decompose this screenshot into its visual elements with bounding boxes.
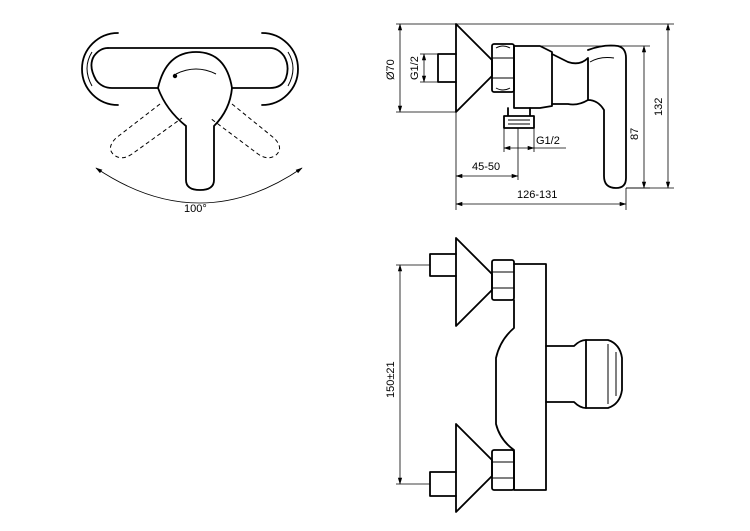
side-body [513, 45, 553, 109]
upper-nut [491, 259, 515, 301]
top-view: 100° [81, 32, 303, 215]
side-nut [491, 43, 515, 93]
offset-depth-label: 45-50 [472, 161, 500, 173]
front-handle [585, 339, 623, 409]
center-distance-label: 150±21 [385, 361, 397, 398]
rotation-arc [95, 167, 303, 204]
front-view: 150±21 [385, 237, 623, 513]
total-depth-label: 126-131 [517, 189, 557, 201]
side-lever [587, 44, 627, 189]
lever-handle-top [157, 51, 233, 191]
diameter-label: Ø70 [385, 59, 397, 80]
handle-height-label: 87 [629, 128, 641, 140]
rotation-angle-label: 100° [184, 203, 207, 215]
right-rosette [261, 32, 299, 106]
side-inlet-pipe [437, 53, 457, 83]
lower-nut [491, 449, 515, 491]
front-body [495, 263, 547, 491]
side-outlet [503, 107, 535, 129]
outlet-thread-label: G1/2 [536, 135, 560, 147]
left-rosette [81, 32, 119, 106]
side-rosette [455, 23, 493, 113]
side-view: Ø70 G1/2 G1/2 45-50 126-131 87 132 [385, 23, 674, 210]
total-height-label: 132 [653, 98, 665, 116]
lever-rotated-right [209, 103, 280, 159]
side-cartridge [551, 53, 589, 106]
front-cartridge [545, 339, 587, 409]
upper-rosette [455, 237, 493, 327]
lower-rosette [455, 423, 493, 513]
inlet-thread-label: G1/2 [409, 56, 421, 80]
mixer-body-top [90, 47, 159, 89]
